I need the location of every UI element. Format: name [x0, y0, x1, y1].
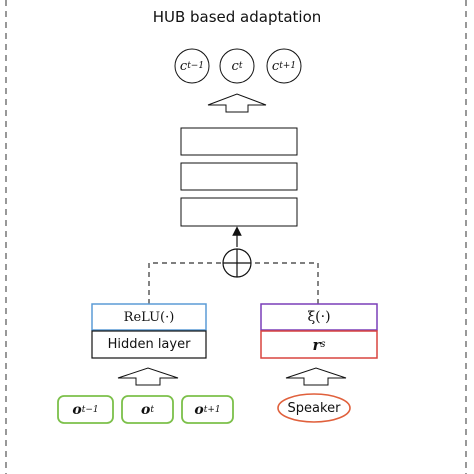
- input-box-1: [57, 395, 114, 424]
- diagram-title: HUB based adaptation: [152, 8, 322, 26]
- xi-label: ξ(·): [307, 309, 331, 325]
- input-box-3: [181, 395, 234, 424]
- input-box-2: [121, 395, 174, 424]
- xi-box: [260, 303, 378, 331]
- relu-label: ReLU(·): [123, 309, 175, 325]
- output-circle-2: [219, 48, 255, 84]
- embedding-box: [260, 330, 378, 359]
- relu-box: [91, 303, 207, 331]
- top-hollow-arrow: [207, 93, 267, 113]
- right-dashed-connector: [251, 262, 319, 304]
- output-layer-2: [180, 162, 298, 191]
- output-circle-1: [174, 48, 210, 84]
- left-hollow-arrow: [117, 367, 179, 386]
- speaker-label: Speaker: [287, 400, 341, 416]
- left-dashed-connector: [148, 262, 223, 304]
- output-layer-3: [180, 197, 298, 227]
- output-circle-3: [266, 48, 302, 84]
- hidden-layer-label: Hidden layer: [107, 337, 191, 352]
- speaker-ellipse: [277, 393, 351, 423]
- output-layer-1: [180, 127, 298, 156]
- hidden-layer-box: [91, 330, 207, 359]
- right-hollow-arrow: [285, 367, 347, 386]
